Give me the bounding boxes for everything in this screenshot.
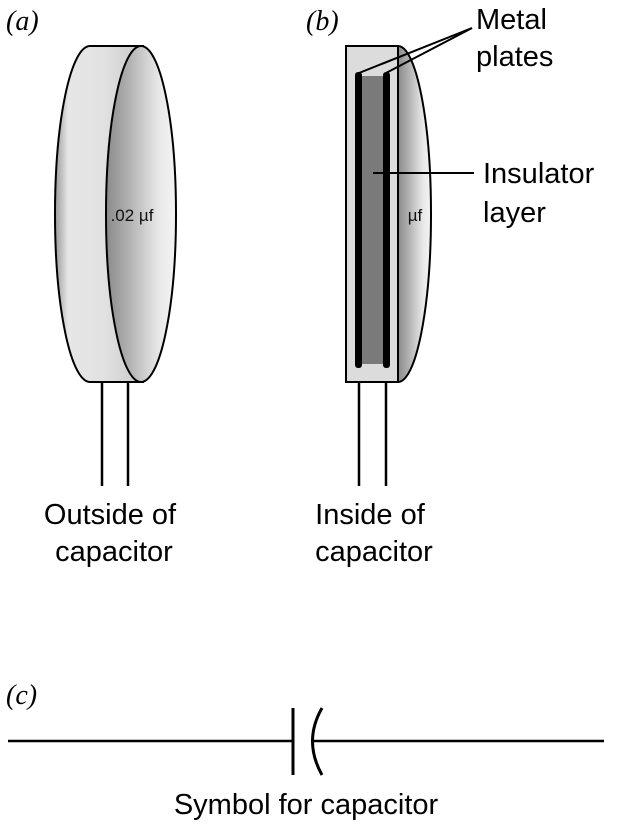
panel-a-caption-line2: capacitor xyxy=(55,536,173,568)
capacitor-disc-face xyxy=(397,44,432,384)
panel-c: (c) Symbol for capacitor xyxy=(6,680,604,821)
panel-b-caption-line2: capacitor xyxy=(315,536,433,568)
capacitance-unit-label: µf xyxy=(408,206,423,225)
panel-b-tag: (b) xyxy=(306,6,339,37)
capacitor-disc-face xyxy=(105,45,177,383)
metal-plates-pointer-right xyxy=(385,27,473,74)
metal-plates-label-line2: plates xyxy=(476,41,553,73)
metal-plates-label-line1: Metal xyxy=(476,4,547,36)
capacitance-value-label: .02 µf xyxy=(111,206,154,225)
insulator-label-line1: Insulator xyxy=(483,158,595,190)
symbol-caption: Symbol for capacitor xyxy=(174,789,439,821)
panel-a-caption-line1: Outside of xyxy=(44,499,177,531)
panel-a-tag: (a) xyxy=(6,6,39,37)
panel-b: (b) µf Metal plates Insulator layer Insi… xyxy=(306,4,595,568)
metal-plates-pointer-left xyxy=(358,27,473,74)
insulator-label-line2: layer xyxy=(483,197,546,229)
panel-c-tag: (c) xyxy=(6,680,37,711)
insulator-layer xyxy=(360,76,386,364)
metal-plate-left xyxy=(355,72,362,368)
panel-b-caption-line1: Inside of xyxy=(315,499,426,531)
metal-plate-right xyxy=(383,72,390,368)
panel-a: (a) .02 µf Outside of capacitor xyxy=(6,6,177,568)
